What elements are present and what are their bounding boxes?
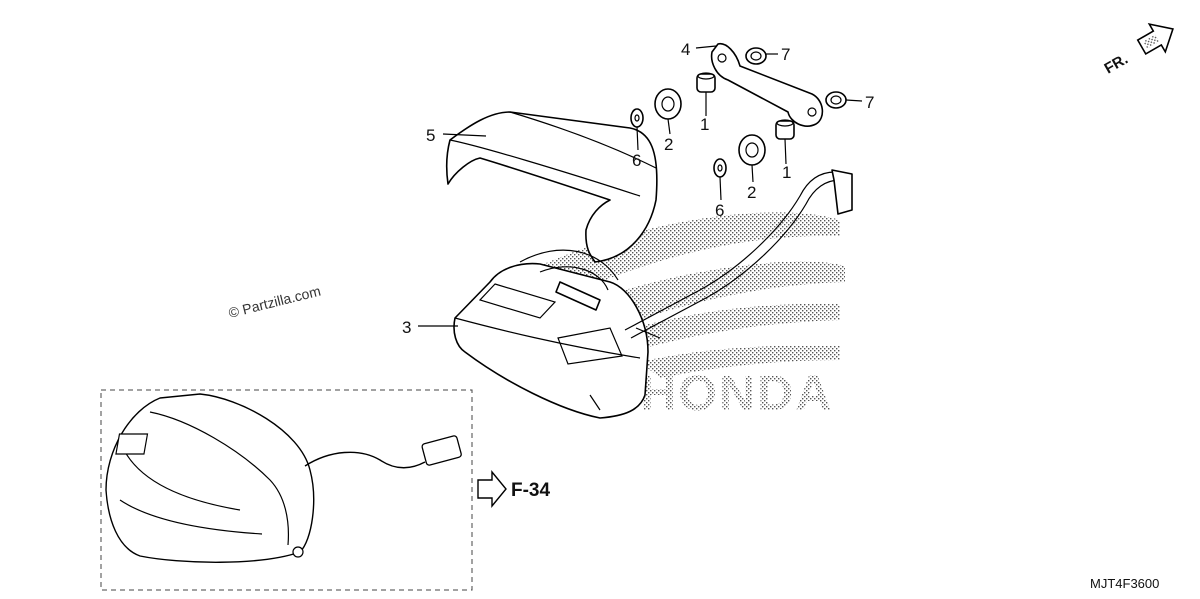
part-7-nut-b[interactable] xyxy=(825,91,847,109)
part-4-plate[interactable] xyxy=(710,42,824,127)
part-2-grommet-a[interactable] xyxy=(654,88,682,120)
leader-lines xyxy=(418,45,863,327)
front-direction-arrow-icon xyxy=(1136,23,1174,56)
front-direction-label: FR. xyxy=(1102,51,1131,78)
partzilla-watermark: © Partzilla.com xyxy=(227,283,322,321)
callout-1-a: 1 xyxy=(700,115,709,134)
part-5-cover[interactable] xyxy=(445,111,658,263)
part-1-collar-b[interactable] xyxy=(775,119,795,140)
callout-6-b: 6 xyxy=(715,201,724,220)
callout-2-b: 2 xyxy=(747,183,756,202)
callout-5: 5 xyxy=(426,126,435,145)
callout-7-b: 7 xyxy=(865,93,874,112)
detail-box xyxy=(100,389,473,591)
honda-letters-watermark: HONDA xyxy=(640,365,833,421)
callout-3: 3 xyxy=(402,318,411,337)
callout-2-a: 2 xyxy=(664,135,673,154)
stay-wire[interactable] xyxy=(624,169,853,339)
part-3-tail-light[interactable] xyxy=(453,249,649,419)
reference-label[interactable]: F-34 xyxy=(511,480,551,501)
callout-1-b: 1 xyxy=(782,163,791,182)
part-7-nut-a[interactable] xyxy=(745,47,767,65)
diagram-code: MJT4F3600 xyxy=(1090,576,1159,591)
callout-6-a: 6 xyxy=(632,151,641,170)
part-6-washer-b[interactable] xyxy=(713,158,727,178)
part-6-washer-a[interactable] xyxy=(630,108,644,128)
part-2-grommet-b[interactable] xyxy=(738,134,766,166)
reference-arrow-icon xyxy=(477,470,507,508)
part-1-collar-a[interactable] xyxy=(696,72,716,93)
callout-4: 4 xyxy=(681,40,690,59)
callout-7-a: 7 xyxy=(781,45,790,64)
